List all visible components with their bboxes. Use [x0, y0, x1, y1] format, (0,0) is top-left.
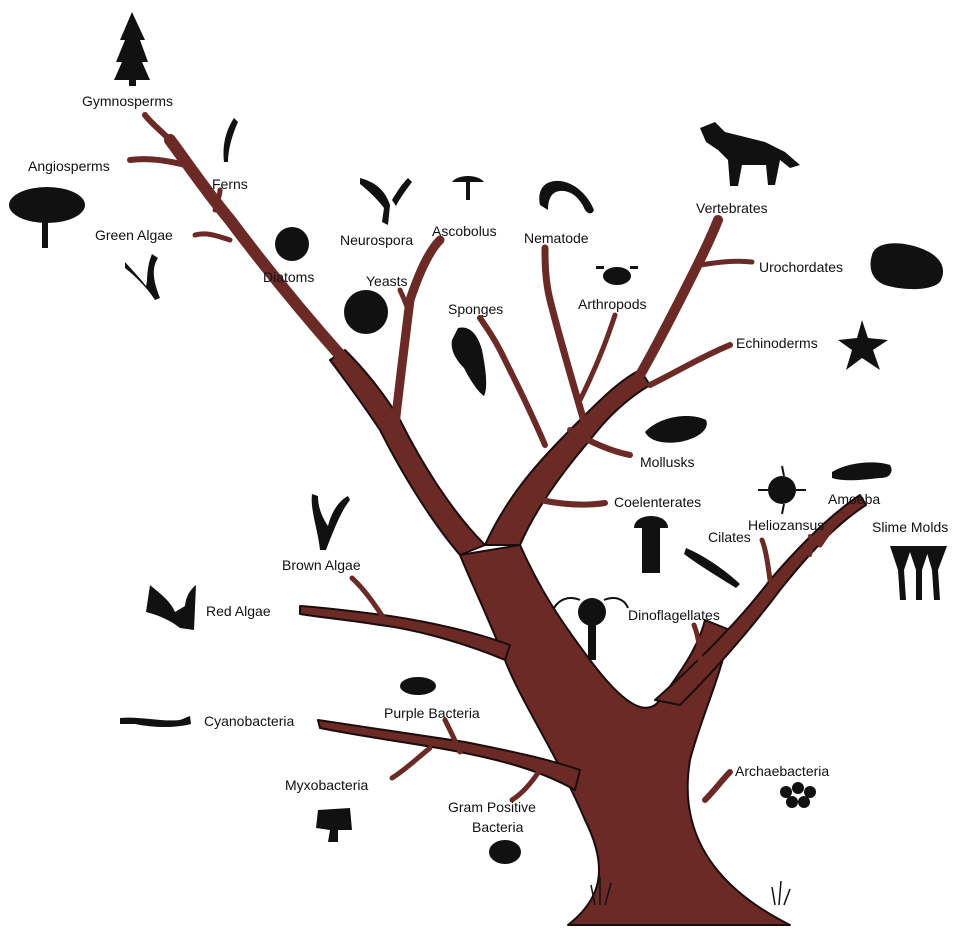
starfish-icon: [838, 320, 888, 370]
label-echinoderms: Echinoderms: [736, 335, 818, 351]
green-algae-icon: [125, 254, 160, 300]
red-algae-icon: [146, 585, 196, 630]
label-ascobolus: Ascobolus: [432, 223, 497, 239]
nematode-icon: [539, 181, 594, 213]
label-vertebrates: Vertebrates: [696, 200, 768, 216]
label-urochordates: Urochordates: [759, 259, 843, 275]
diatom-icon: [275, 227, 309, 261]
branch-cilates: [762, 540, 770, 580]
label-brown-algae: Brown Algae: [282, 557, 361, 573]
branch-archaebacteria: [705, 772, 730, 800]
label-sponges: Sponges: [448, 301, 503, 317]
yeast-icon: [344, 290, 388, 334]
label-yeasts: Yeasts: [366, 273, 408, 289]
neurospora-icon: [360, 178, 412, 225]
cyanobacteria-icon: [120, 716, 191, 727]
branch-echinoderms: [650, 345, 730, 385]
label-gram-positive-line2: Bacteria: [472, 819, 524, 835]
label-amoeba: Amoeba: [828, 491, 880, 507]
branch-gymnosperms: [145, 115, 170, 140]
label-green-algae: Green Algae: [95, 227, 173, 243]
tree-algae-limb: [300, 606, 510, 660]
tree-upper-left-limb: [330, 350, 485, 555]
branch-angiosperms: [130, 159, 185, 165]
label-purple-bacteria: Purple Bacteria: [384, 705, 480, 721]
amoeba-icon: [832, 462, 892, 480]
label-angiosperms: Angiosperms: [28, 158, 110, 174]
archaebacteria-icon: [780, 782, 816, 808]
label-red-algae: Red Algae: [206, 603, 271, 619]
branch-heliozoa: [810, 536, 812, 555]
grass-right: [772, 881, 790, 905]
branch-gram-positive: [512, 770, 540, 800]
label-heliozansus: Heliozansus: [748, 517, 824, 533]
branch-sponges: [480, 318, 545, 445]
label-myxobacteria: Myxobacteria: [285, 777, 368, 793]
tree-branches: [130, 115, 845, 800]
label-nematode: Nematode: [524, 230, 589, 246]
jellyfish-icon: [634, 516, 668, 573]
tree-upper-right-limb: [485, 370, 650, 545]
crab-icon: [596, 266, 638, 285]
silhouettes: [9, 12, 947, 864]
ascobolus-icon: [452, 176, 484, 200]
brown-algae-icon: [312, 494, 350, 550]
mollusk-icon: [645, 416, 707, 443]
branch-animals: [640, 220, 718, 375]
label-cilates: Cilates: [708, 529, 751, 545]
sponge-icon: [452, 327, 487, 396]
label-ferns: Ferns: [212, 176, 248, 192]
label-gymnosperms: Gymnosperms: [82, 93, 173, 109]
fern-icon: [223, 118, 238, 162]
label-slime-molds: Slime Molds: [872, 519, 948, 535]
myxobacteria-icon: [316, 808, 352, 842]
branch-yeasts: [400, 290, 408, 310]
label-cyanobacteria: Cyanobacteria: [204, 713, 294, 729]
branch-plants: [170, 140, 340, 355]
branch-coelenterates: [540, 500, 605, 505]
branch-fungi: [395, 240, 440, 425]
branch-urochordates: [700, 261, 752, 265]
purple-bacteria-icon: [400, 677, 436, 695]
gymnosperm-tree-icon: [114, 12, 150, 86]
label-diatoms: Diatoms: [263, 269, 314, 285]
label-mollusks: Mollusks: [640, 454, 694, 470]
angiosperm-tree-icon: [9, 187, 85, 248]
label-arthropods: Arthropods: [578, 296, 646, 312]
label-gram-positive-line1: Gram Positive: [448, 799, 536, 815]
branch-green-algae: [195, 234, 230, 240]
branch-arthropods: [580, 315, 615, 400]
vertebrate-dog-icon: [700, 122, 800, 186]
label-coelenterates: Coelenterates: [614, 494, 701, 510]
heliozoa-icon: [758, 466, 806, 514]
label-neurospora: Neurospora: [340, 232, 413, 248]
branch-myxobacteria: [392, 748, 430, 778]
label-archaebacteria: Archaebacteria: [735, 763, 829, 779]
urochordate-icon: [871, 243, 944, 289]
slime-mold-icon: [890, 546, 947, 600]
gram-positive-icon: [489, 840, 521, 864]
cilate-icon: [684, 548, 740, 588]
label-dinoflagellates: Dinoflagellates: [628, 607, 720, 623]
